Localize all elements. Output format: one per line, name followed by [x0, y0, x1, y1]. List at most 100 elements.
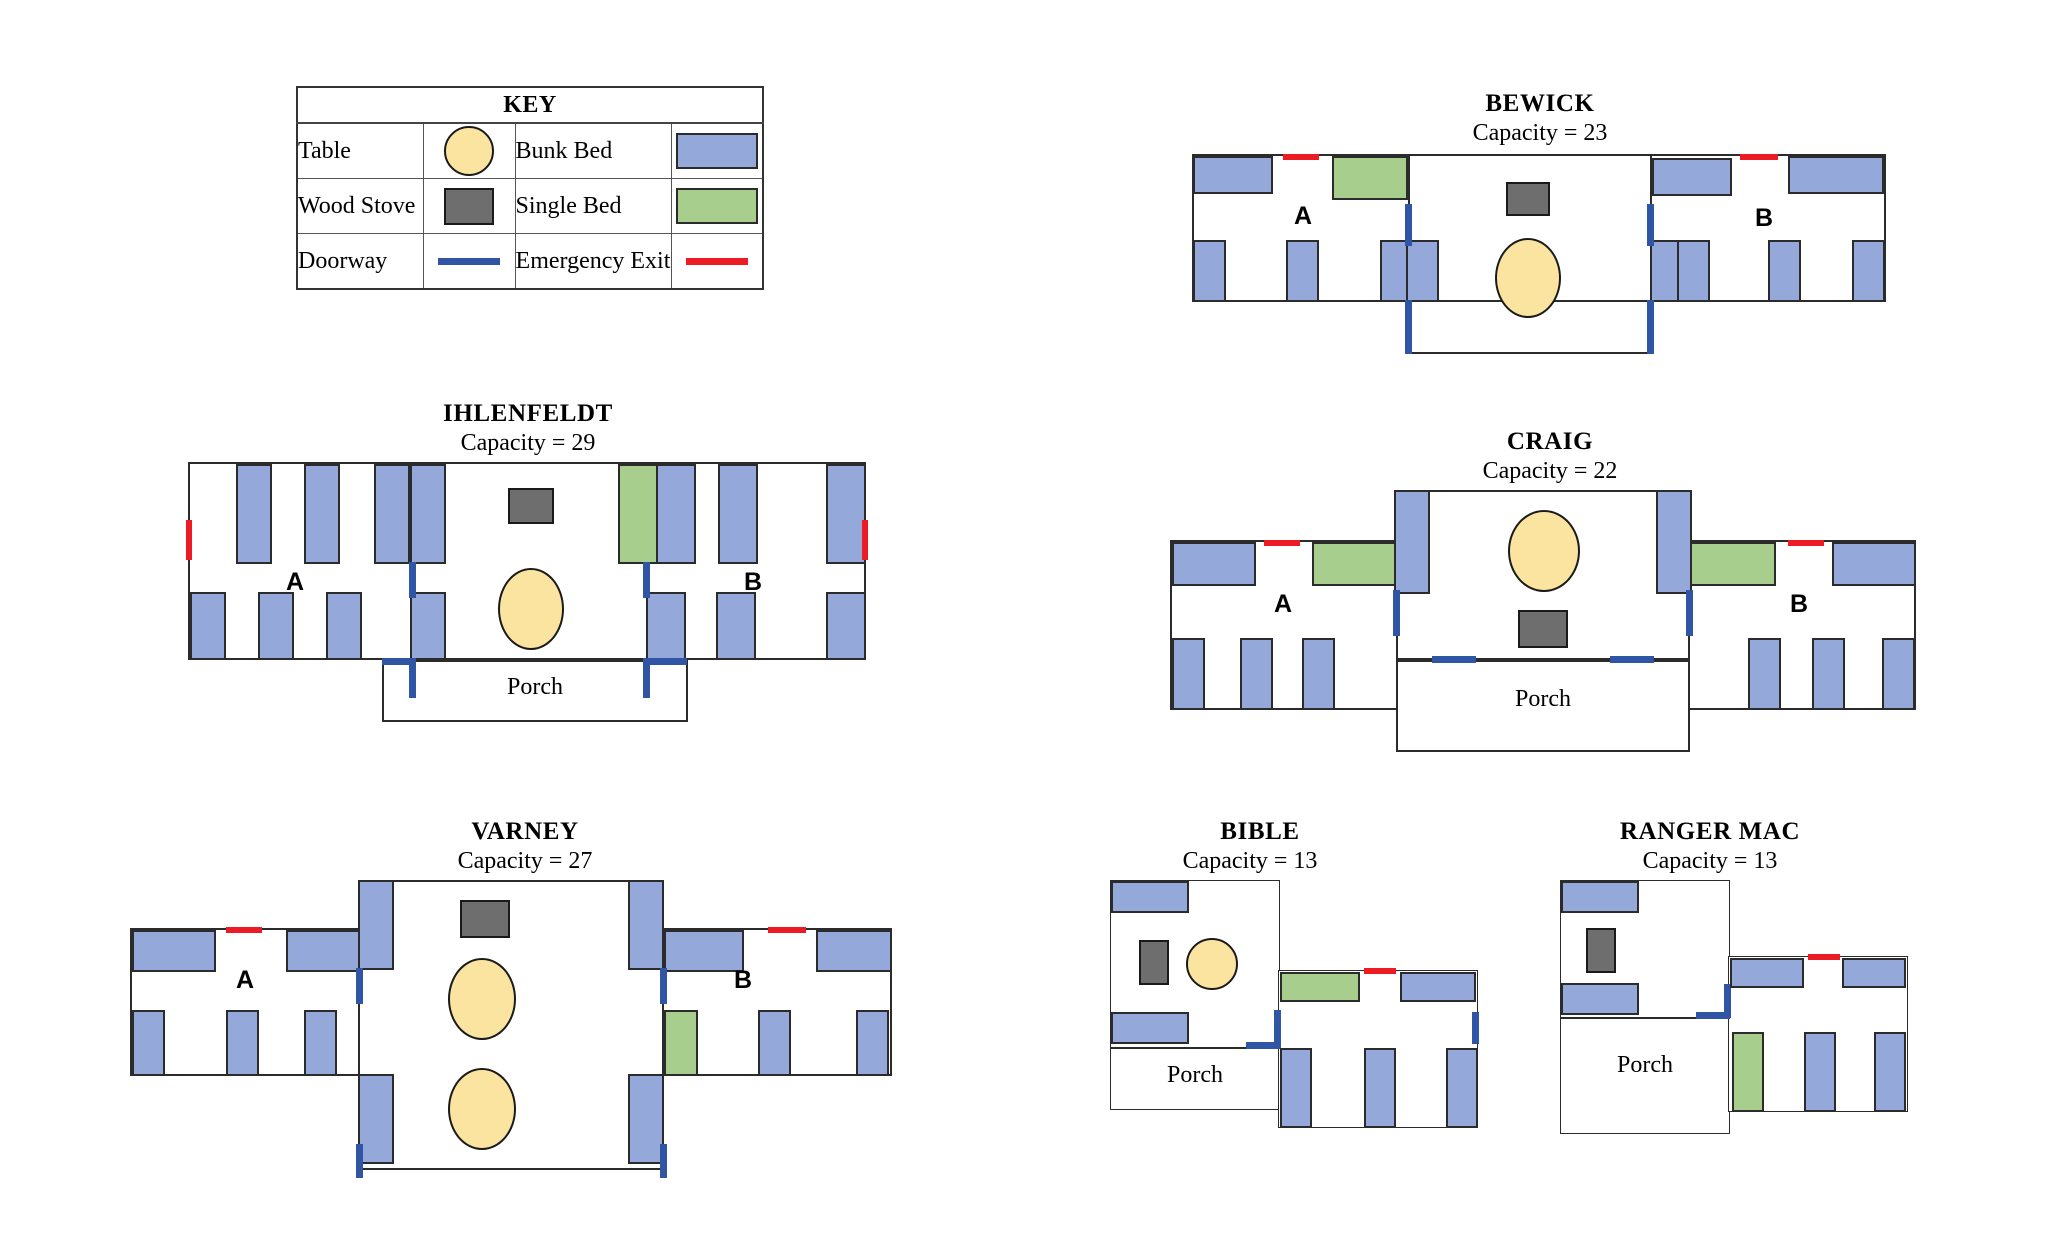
porch-label: Porch	[1617, 1052, 1673, 1078]
bunk-bed	[1111, 1012, 1189, 1044]
zone-label-a: A	[286, 568, 305, 596]
doorway-marker	[1246, 1042, 1280, 1049]
emergency-exit-marker	[768, 927, 806, 933]
bunk-bed	[1788, 156, 1884, 194]
bunk-bed	[286, 930, 362, 972]
doorway-marker	[382, 658, 416, 665]
cabin-bewick-plan: A B	[1190, 154, 1890, 354]
emergency-exit-line-swatch	[685, 258, 748, 266]
doorway-marker	[1405, 300, 1412, 354]
emergency-exit-marker	[1740, 154, 1778, 160]
cabin-bible: BIBLE Capacity = 13 Porch	[1110, 818, 1530, 1148]
bunk-bed	[374, 464, 410, 564]
cabin-craig-plan: Porch A	[1170, 490, 1930, 752]
emergency-exit-marker	[226, 927, 262, 933]
cabin-bible-capacity: Capacity = 13	[1182, 848, 1318, 874]
cabin-craig-title: CRAIG	[1506, 428, 1594, 455]
key-label-table: Table	[296, 122, 425, 179]
key-legend-title-row: KEY	[296, 86, 764, 124]
single-bed	[1332, 156, 1408, 200]
doorway-marker	[1647, 300, 1654, 354]
table-row	[1193, 156, 1273, 194]
emergency-exit-marker	[1264, 540, 1300, 546]
table	[1495, 238, 1561, 318]
key-label-wood-stove: Wood Stove	[296, 178, 425, 234]
doorway-line-swatch-cell	[423, 233, 516, 290]
doorway-marker	[409, 658, 416, 698]
bunk-bed	[1240, 638, 1273, 710]
cabin-varney-plan: A B	[130, 880, 920, 1180]
bunk-bed	[132, 1010, 165, 1076]
doorway-marker	[1472, 1012, 1479, 1044]
craig-porch	[1396, 660, 1690, 752]
key-label-doorway: Doorway	[296, 233, 425, 290]
doorway-marker	[1405, 204, 1412, 246]
emergency-exit-line-swatch-cell	[670, 233, 764, 290]
bunk-bed	[1111, 881, 1189, 913]
cabin-varney-title: VARNEY	[471, 818, 579, 845]
bunk-bed	[1446, 1048, 1478, 1128]
bunk-bed	[304, 1010, 337, 1076]
doorway-marker	[1432, 656, 1476, 663]
wood-stove-swatch	[444, 187, 495, 225]
bible-porch	[1110, 1048, 1280, 1110]
porch-label: Porch	[1515, 686, 1571, 712]
cabin-bewick: BEWICK Capacity = 23 A	[1190, 90, 1890, 360]
bunk-bed	[1561, 983, 1639, 1015]
bunk-bed-swatch	[675, 133, 758, 169]
cabin-bewick-title: BEWICK	[1485, 90, 1595, 117]
key-label-single-bed: Single Bed	[514, 178, 672, 234]
bunk-bed	[258, 592, 294, 660]
bunk-bed	[1193, 240, 1226, 302]
cabin-ranger-mac-plan: Porch	[1560, 880, 1980, 1150]
cabin-craig: CRAIG Capacity = 22 Porch A	[1170, 428, 1930, 752]
bunk-bed	[1677, 240, 1710, 302]
doorway-marker	[356, 968, 363, 1004]
emergency-exit-marker	[1283, 154, 1319, 160]
bunk-bed	[1400, 972, 1476, 1002]
bunk-bed	[410, 592, 446, 660]
bunk-bed	[1812, 638, 1845, 710]
bunk-bed	[1852, 240, 1885, 302]
bunk-bed	[826, 464, 866, 564]
doorway-marker	[409, 562, 416, 598]
key-label-emergency-exit: Emergency Exit	[514, 233, 672, 290]
cabin-varney-capacity: Capacity = 27	[457, 848, 593, 874]
porch-label: Porch	[507, 674, 563, 700]
emergency-exit-marker	[862, 520, 868, 560]
key-legend-row: Doorway Emergency Exit	[296, 233, 764, 290]
bunk-bed	[326, 592, 362, 660]
single-bed	[618, 464, 658, 564]
doorway-marker	[643, 658, 650, 698]
bunk-bed	[628, 880, 664, 970]
single-bed	[1280, 972, 1360, 1002]
zone-label-a: A	[1294, 202, 1313, 230]
emergency-exit-marker	[1788, 540, 1824, 546]
bunk-bed	[410, 464, 446, 564]
table-circle-swatch	[444, 126, 495, 176]
wood-stove	[1139, 940, 1169, 985]
bunk-bed	[1832, 542, 1916, 586]
doorway-marker	[356, 1144, 363, 1178]
cabin-ihlenfeldt-capacity: Capacity = 29	[460, 430, 596, 456]
table-circle-swatch-cell	[423, 122, 516, 179]
zone-label-a: A	[236, 966, 255, 994]
bunk-bed	[664, 930, 744, 972]
bunk-bed	[718, 464, 758, 564]
wood-stove	[508, 488, 554, 524]
emergency-exit-marker	[1808, 954, 1840, 960]
doorway-marker	[1647, 204, 1654, 246]
bunk-bed	[1804, 1032, 1836, 1112]
rangermac-porch	[1560, 1018, 1730, 1134]
bunk-bed	[1364, 1048, 1396, 1128]
key-legend-title: KEY	[296, 86, 764, 124]
zone-label-b: B	[734, 966, 753, 994]
cabin-ihlenfeldt-title: IHLENFELDT	[443, 400, 613, 427]
cabin-ranger-mac-capacity: Capacity = 13	[1642, 848, 1778, 874]
cabin-bewick-capacity: Capacity = 23	[1472, 120, 1608, 146]
cabin-ranger-mac-title: RANGER MAC	[1619, 818, 1801, 845]
bunk-bed	[1768, 240, 1801, 302]
doorway-marker	[660, 968, 667, 1004]
bunk-bed	[758, 1010, 791, 1076]
